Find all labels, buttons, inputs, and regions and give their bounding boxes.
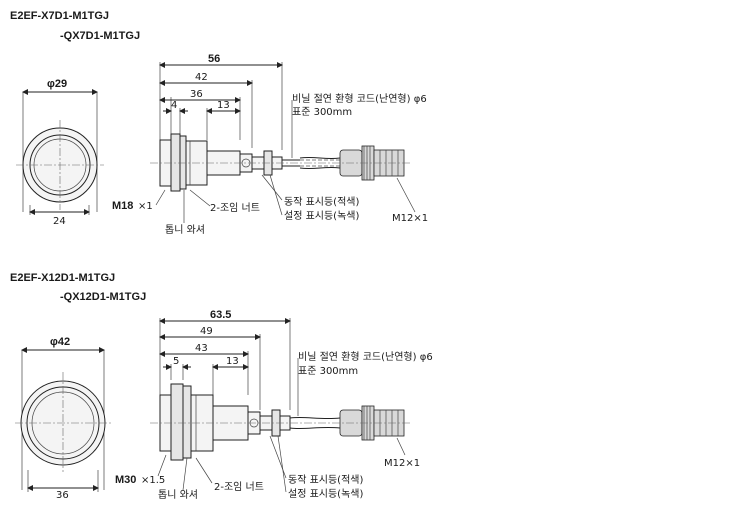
sensor2-dim-43: 43 <box>195 343 208 354</box>
sensor1-cable-length: 표준 300mm <box>292 106 352 118</box>
sensor1-dim-36: 36 <box>190 89 203 100</box>
sensor1-nut-label: 2-조임 너트 <box>210 201 260 214</box>
sensor1-thread-suffix: ×1 <box>138 201 153 212</box>
sensor1-model-line2: -QX7D1-M1TGJ <box>60 30 140 42</box>
sensor2-operation-led: 동작 표시등(적색) <box>288 474 363 486</box>
sensor1-dim-13: 13 <box>217 100 230 111</box>
sensor2-width-label: 36 <box>56 490 69 501</box>
sensor1-cable-label: 비닐 절연 환형 코드(난연형) φ6 <box>292 92 427 105</box>
sensor2-dim-13: 13 <box>226 356 239 367</box>
sensor1-dim-total: 56 <box>208 53 220 65</box>
sensor2-thread-bold: M30 <box>115 474 136 486</box>
sensor2-cable-length: 표준 300mm <box>298 365 358 377</box>
sensor1-diameter-label: φ29 <box>47 78 67 90</box>
sensor1-width-label: 24 <box>53 216 66 227</box>
sensor1-side-view: 56 42 36 4 13 <box>112 53 428 236</box>
sensor2-setting-led: 설정 표시등(녹색) <box>288 488 363 500</box>
sensor2-washer-label: 톱니 와셔 <box>158 489 198 501</box>
sensor2-dim-49: 49 <box>200 326 213 337</box>
sensor1-front-view: φ29 24 <box>16 78 104 227</box>
sensor2-nut-label: 2-조임 너트 <box>214 480 264 493</box>
sensor1-section: E2EF-X7D1-M1TGJ -QX7D1-M1TGJ φ29 24 <box>10 10 428 236</box>
sensor2-cable-label: 비닐 절연 환형 코드(난연형) φ6 <box>298 350 433 363</box>
sensor2-side-view: 63.5 49 43 5 13 <box>115 309 433 501</box>
sensor2-diameter-label: φ42 <box>50 336 70 348</box>
sensor2-model-line2: -QX12D1-M1TGJ <box>60 291 146 303</box>
sensor1-operation-led: 동작 표시등(적색) <box>284 196 359 208</box>
sensor1-model-line1: E2EF-X7D1-M1TGJ <box>10 10 109 22</box>
sensor2-connector-label: M12×1 <box>384 458 420 469</box>
sensor2-thread-suffix: ×1.5 <box>141 475 165 486</box>
sensor2-section: E2EF-X12D1-M1TGJ -QX12D1-M1TGJ φ42 36 <box>10 272 433 501</box>
sensor1-washer-label: 톱니 와셔 <box>165 224 205 236</box>
sensor1-thread-bold: M18 <box>112 200 133 212</box>
sensor2-dim-total: 63.5 <box>210 309 231 321</box>
sensor2-dim-5: 5 <box>173 356 179 367</box>
sensor1-setting-led: 설정 표시등(녹색) <box>284 210 359 222</box>
sensor1-connector-label: M12×1 <box>392 213 428 224</box>
sensor1-dim-42: 42 <box>195 72 208 83</box>
sensor2-model-line1: E2EF-X12D1-M1TGJ <box>10 272 115 284</box>
sensor2-front-view: φ42 36 <box>15 336 111 501</box>
sensor1-dim-4: 4 <box>171 100 177 111</box>
